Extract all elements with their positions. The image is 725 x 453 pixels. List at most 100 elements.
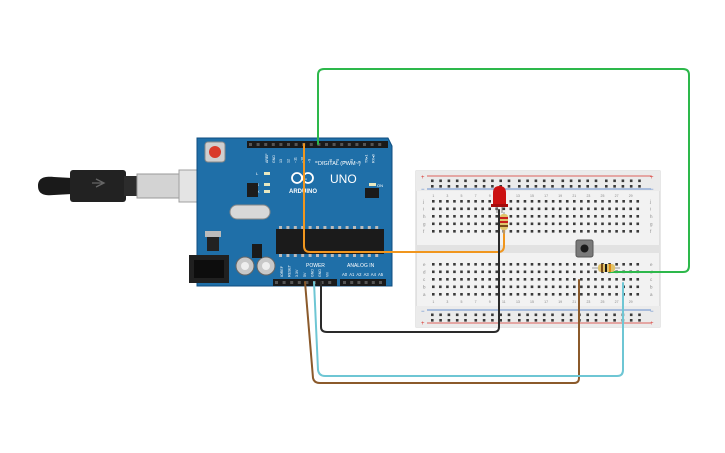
header-pin[interactable] (332, 143, 336, 146)
header-pin[interactable] (328, 281, 332, 284)
svg-text:-: - (305, 177, 307, 183)
power-pin-label: 3.3V (295, 269, 299, 277)
atmega-chip (276, 226, 384, 257)
svg-text:g: g (423, 221, 426, 226)
digital-pin-label: 7 (322, 161, 326, 163)
svg-text:1: 1 (432, 194, 434, 198)
rail-plus-label: + (650, 175, 654, 181)
header-pin[interactable] (287, 143, 290, 146)
svg-text:i: i (423, 206, 424, 211)
header-pin[interactable] (378, 143, 382, 146)
svg-text:g: g (650, 221, 653, 226)
svg-text:3: 3 (446, 300, 448, 304)
header-pin[interactable] (297, 281, 301, 284)
crystal (229, 204, 271, 220)
header-pin[interactable] (256, 143, 260, 146)
svg-text:25: 25 (601, 194, 605, 198)
header-pin[interactable] (357, 281, 361, 284)
l-label: L (256, 171, 259, 176)
header-pin[interactable] (275, 281, 278, 284)
center-channel (416, 245, 660, 253)
header-pin[interactable] (264, 143, 268, 146)
digital-header-label: DIGITAL (PWM~) (318, 161, 361, 167)
header-pin[interactable] (294, 143, 298, 146)
header-pin[interactable] (340, 143, 344, 146)
analog-pin-label: A0 (342, 272, 348, 277)
svg-text:27: 27 (615, 194, 619, 198)
rail-plus-label: + (650, 321, 654, 327)
svg-text:25: 25 (601, 300, 605, 304)
green-wire[interactable] (317, 68, 690, 273)
reset-button[interactable] (204, 141, 226, 163)
breadboard[interactable]: + − + − − + − + 113355779911111313151517… (415, 170, 661, 328)
header-pin[interactable] (249, 143, 252, 146)
header-pin[interactable] (379, 281, 382, 284)
header-pin[interactable] (350, 281, 354, 284)
header-pin[interactable] (363, 143, 366, 146)
breadboard-holes (431, 179, 641, 322)
push-button[interactable] (575, 239, 594, 258)
svg-text:1: 1 (432, 300, 434, 304)
svg-text:a: a (650, 292, 653, 297)
svg-text:3: 3 (446, 194, 448, 198)
svg-text:h: h (650, 214, 653, 219)
usb-cable[interactable] (38, 169, 202, 203)
l-led (264, 172, 270, 175)
dc-power-jack[interactable] (189, 255, 229, 283)
header-pin[interactable] (371, 281, 375, 284)
brown-wire[interactable] (304, 279, 580, 384)
cyan-wire[interactable] (313, 281, 624, 377)
header-pin[interactable] (317, 143, 321, 146)
svg-text:a: a (423, 292, 426, 297)
svg-text:f: f (650, 229, 652, 234)
rail-minus-label: − (650, 187, 654, 193)
header-pin[interactable] (343, 281, 346, 284)
svg-text:9: 9 (489, 194, 491, 198)
arduino-uno-board[interactable]: DIGITAL (PWM~) - ARDUINO UNO L TX RX ON (189, 137, 393, 287)
header-pin[interactable] (309, 143, 313, 146)
led-resistor[interactable] (500, 212, 508, 234)
svg-text:21: 21 (572, 300, 576, 304)
digital-pin-label: TX▸1 (364, 155, 368, 163)
rx-led (264, 190, 270, 193)
power-pin-label: 5V (303, 272, 307, 277)
pull-down-resistor[interactable] (592, 264, 620, 272)
svg-text:i: i (650, 206, 651, 211)
digital-pin-label: ~3 (350, 159, 354, 163)
header-pin[interactable] (355, 143, 359, 146)
header-pin[interactable] (347, 143, 351, 146)
header-pin[interactable] (364, 281, 368, 284)
wires[interactable] (303, 68, 690, 384)
analog-pin-label: A2 (356, 272, 362, 277)
black-wire[interactable] (320, 209, 500, 333)
header-pin[interactable] (325, 143, 328, 146)
header-pin[interactable] (305, 281, 309, 284)
digital-pin-label: ~6 (329, 159, 333, 163)
header-pin[interactable] (282, 281, 286, 284)
digital-pin-label: ~5 (336, 159, 340, 163)
header-pin[interactable] (271, 143, 275, 146)
header-pin[interactable] (279, 143, 283, 146)
header-pin[interactable] (290, 281, 294, 284)
analog-pin-label: A4 (371, 272, 377, 277)
analog-header-label: ANALOG IN (347, 263, 375, 269)
icsp-header (252, 188, 379, 258)
analog-pin-label: A5 (378, 272, 384, 277)
svg-text:c: c (650, 277, 653, 282)
svg-text:15: 15 (530, 194, 534, 198)
svg-text:7: 7 (475, 300, 477, 304)
svg-text:13: 13 (516, 194, 520, 198)
red-led[interactable] (491, 186, 508, 213)
voltage-regulator (207, 235, 219, 251)
orange-wire[interactable] (303, 143, 505, 253)
svg-text:7: 7 (475, 194, 477, 198)
digital-pin-label: RX◂0 (372, 154, 376, 163)
header-pin[interactable] (370, 143, 374, 146)
power-analog-header (273, 279, 386, 286)
header-pin[interactable] (320, 281, 324, 284)
svg-text:15: 15 (530, 300, 534, 304)
power-header-label: POWER (306, 263, 325, 269)
svg-text:5: 5 (461, 194, 463, 198)
